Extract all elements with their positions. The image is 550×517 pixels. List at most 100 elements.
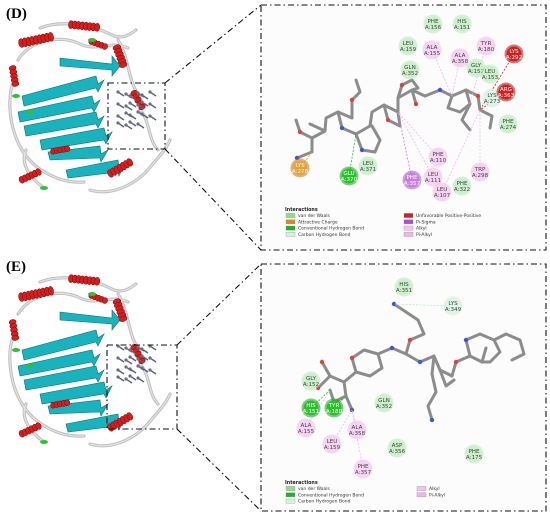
loop-green-3 (88, 38, 96, 42)
residue-ala-155-name: ALA (301, 423, 312, 429)
protein-structure-d (8, 20, 172, 194)
residue-phe-322-name: PHE (456, 181, 468, 187)
legend-swatch (416, 486, 427, 491)
legend-label: Unfavorable Positive-Positive (416, 213, 481, 219)
residue-lys-276-name: LYS (295, 163, 305, 169)
legend-swatch (285, 219, 296, 225)
residue-lys-276-number: A:276 (292, 169, 309, 175)
residue-tyr-180-name: TYR (328, 403, 340, 409)
beta-sheet-1 (17, 349, 101, 377)
residue-ala-358-name: ALA (352, 425, 363, 431)
legend-swatch (403, 232, 414, 237)
residue-phe-175-name: PHE (468, 449, 480, 455)
residue-phe-322-number: A:322 (454, 187, 470, 193)
alpha-helix-2 (112, 298, 128, 322)
residue-glu-370-number: A:370 (341, 177, 358, 183)
legend-label: Alkyl (416, 226, 427, 232)
residue-asp-356-number: A:356 (389, 449, 406, 455)
residue-arg-363-number: A:363 (498, 93, 515, 99)
residue-his-151-name: HIS (306, 403, 316, 409)
legend-swatch (285, 498, 296, 504)
residue-lys-292-name: LYS (509, 49, 519, 55)
residue-his-151-name: HIS (457, 19, 467, 25)
residue-trp-298-number: A:298 (472, 173, 489, 179)
loop-green-3 (88, 292, 96, 296)
interaction-line (397, 111, 413, 181)
beta-sheet-4 (59, 55, 121, 77)
residue-gly-152-name: GLY (306, 376, 317, 382)
beta-sheet-0 (21, 75, 105, 107)
loop-green-2 (40, 186, 48, 190)
legend-label: van der Waals (298, 486, 331, 492)
loop-green-1 (12, 348, 20, 352)
loop-green-1 (12, 94, 20, 98)
legend-title: Interactions (285, 207, 318, 213)
binding-site-box-d (107, 82, 166, 150)
residue-tyr-180-name: TYR (480, 41, 492, 47)
residue-leu-107-name: LEU (437, 187, 448, 193)
residue-ala-358-number: A:358 (452, 59, 469, 65)
beta-sheet-5 (47, 399, 109, 417)
beta-sheet-5 (47, 145, 109, 163)
legend-swatch (403, 225, 414, 231)
legend-label: Pi-Alkyl (429, 492, 445, 498)
legend-swatch (416, 492, 427, 498)
interaction-line (351, 409, 364, 470)
alpha-helix-1 (68, 274, 101, 286)
residue-phe-274-number: A:274 (500, 125, 517, 131)
residue-leu-159-name: LEU (327, 439, 338, 445)
residue-phe-175-number: A:175 (466, 455, 483, 461)
alpha-helix-0 (18, 286, 54, 302)
legend-label: Attractive Charge (298, 219, 338, 225)
residue-his-351-name: HIS (399, 282, 409, 288)
residue-gln-352-number: A:352 (402, 71, 418, 77)
legend-title: Interactions (285, 480, 318, 486)
loop-green-2 (40, 440, 48, 444)
residue-phe-156-number: A:156 (425, 25, 442, 31)
interaction-line (393, 303, 454, 307)
residue-tyr-180-number: A:180 (326, 409, 343, 415)
residue-ala-155-number: A:155 (298, 429, 315, 435)
binding-site-box-e (106, 344, 178, 430)
legend-swatch (285, 213, 296, 218)
legend-label: Conventional Hydrogen Bond (298, 226, 364, 232)
interaction-line (397, 111, 439, 158)
residue-his-351-number: A:351 (396, 288, 413, 294)
residue-arg-363-name: ARG (500, 87, 512, 93)
alpha-helix-5 (107, 412, 134, 432)
residue-phe-357-number: A:357 (404, 181, 421, 187)
residue-gly-152-number: A:152 (303, 382, 319, 388)
residue-lys-349-name: LYS (448, 301, 458, 307)
residue-lys-273-name: LYS (487, 93, 497, 99)
alpha-helix-4 (18, 168, 42, 184)
interaction-line (469, 45, 487, 105)
residue-ala-155-name: ALA (427, 45, 438, 51)
residue-leu-159-name: LEU (403, 41, 414, 47)
bound-ligand (116, 344, 157, 384)
residue-leu-371-number: A:371 (360, 167, 377, 173)
residue-leu-153-number: A:153 (482, 75, 499, 81)
residue-leu-111-name: LEU (428, 172, 439, 178)
